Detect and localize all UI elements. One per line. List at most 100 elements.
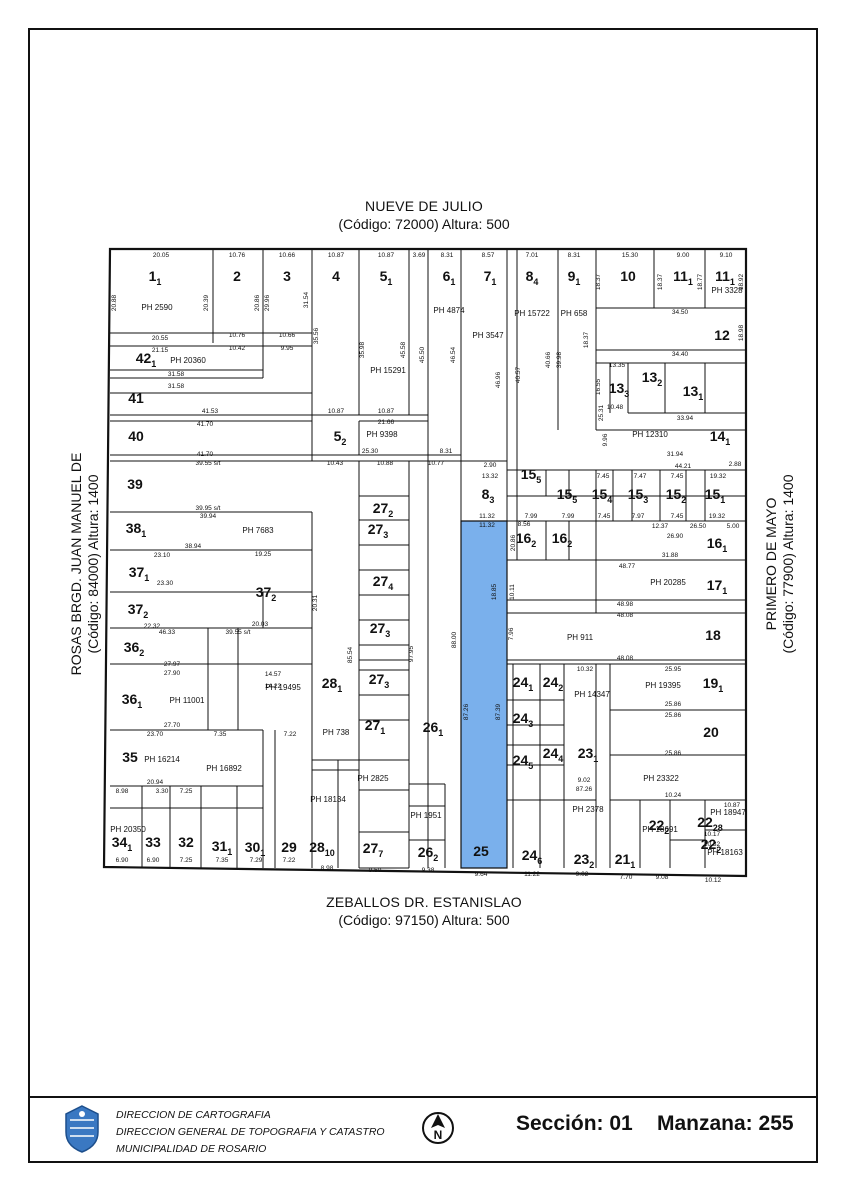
parcel-ph-number: PH 911 bbox=[567, 633, 594, 642]
measurement-label: 7.70 bbox=[620, 874, 633, 881]
parcel-ph-number: PH 7683 bbox=[242, 526, 274, 535]
parcel-ph-number: PH 23322 bbox=[643, 774, 679, 783]
measurement-label: 34.40 bbox=[672, 351, 689, 358]
measurement-label: 10.87 bbox=[328, 252, 345, 259]
parcel-ph-number: PH 3547 bbox=[472, 331, 504, 340]
parcel-ph-number: PH 18163 bbox=[707, 848, 743, 857]
parcel-subindex: 1 bbox=[137, 700, 142, 710]
measurement-label: 10.87 bbox=[378, 252, 395, 259]
parcel-ph-number: PH 20350 bbox=[110, 825, 146, 834]
parcel-number: 222 bbox=[701, 836, 722, 855]
measurement-label: 26.50 bbox=[690, 523, 707, 530]
measurement-label: 7.97 bbox=[632, 513, 645, 520]
parcel-subindex: 3 bbox=[489, 495, 494, 505]
parcel-number: 241 bbox=[513, 674, 534, 693]
measurement-label: 10.66 bbox=[279, 332, 296, 339]
parcel-subindex: 1 bbox=[688, 277, 693, 287]
measurement-label: 9.02 bbox=[578, 777, 591, 784]
parcel-subindex: 2 bbox=[589, 860, 594, 870]
parcel-number: 83 bbox=[482, 486, 495, 505]
measurement-label: 7.96 bbox=[508, 627, 515, 640]
parcel-number: 361 bbox=[122, 691, 143, 710]
measurement-label: 25.86 bbox=[665, 701, 682, 708]
footer-line-2: DIRECCION GENERAL DE TOPOGRAFIA Y CATAST… bbox=[116, 1126, 385, 1138]
parcel-number: 51 bbox=[380, 268, 393, 287]
parcel-number: 33 bbox=[145, 834, 161, 850]
parcel-subindex: 3 bbox=[385, 629, 390, 639]
measurement-label: 87.26 bbox=[463, 703, 470, 720]
parcel-number: 272 bbox=[373, 500, 394, 519]
parcel-subindex: 4 bbox=[607, 495, 612, 505]
parcel-ph-number: PH 15291 bbox=[370, 366, 406, 375]
measurement-label: 35.98 bbox=[359, 341, 366, 358]
parcel-number: 277 bbox=[363, 840, 384, 859]
measurement-label: 8.31 bbox=[568, 252, 581, 259]
parcel-subindex: 2 bbox=[558, 683, 563, 693]
parcel-number: 372 bbox=[256, 584, 277, 603]
measurement-label: 10.76 bbox=[229, 332, 246, 339]
measurement-label: 40.66 bbox=[545, 351, 552, 368]
parcel-subindex: 1 bbox=[718, 684, 723, 694]
measurement-label: 15.30 bbox=[622, 252, 639, 259]
measurement-label: 7.29 bbox=[250, 857, 263, 864]
parcel-subindex: 7 bbox=[378, 849, 383, 859]
measurement-label: 45.50 bbox=[419, 346, 426, 363]
parcel-number: 273 bbox=[370, 620, 391, 639]
measurement-label: 8.57 bbox=[482, 252, 495, 259]
measurement-label: 10.88 bbox=[377, 460, 394, 467]
measurement-label: 23.10 bbox=[154, 552, 171, 559]
manzana-label: Manzana: 255 bbox=[657, 1112, 794, 1136]
parcel-subindex: 2 bbox=[681, 495, 686, 505]
parcel-subindex: 1 bbox=[528, 683, 533, 693]
parcel-number: 71 bbox=[484, 268, 497, 287]
parcel-ph-number: PH 18691 bbox=[642, 825, 678, 834]
measurement-label: 10.87 bbox=[724, 802, 741, 809]
measurement-label: 16.55 bbox=[595, 378, 602, 395]
measurement-label: 10.87 bbox=[328, 408, 345, 415]
parcel-subindex: 2 bbox=[433, 853, 438, 863]
parcel-subindex: 5 bbox=[536, 475, 541, 485]
north-arrow-icon: N bbox=[422, 1112, 454, 1144]
parcel-ph-number: PH 658 bbox=[561, 309, 588, 318]
parcel-number: 111 bbox=[673, 268, 693, 287]
measurement-label: 3.30 bbox=[156, 788, 169, 795]
footer-institution: DIRECCION DE CARTOGRAFIA DIRECCION GENER… bbox=[116, 1107, 385, 1158]
parcel-number: 2 bbox=[233, 268, 241, 284]
measurement-label: 9.10 bbox=[720, 252, 733, 259]
parcel-number: 243 bbox=[513, 710, 534, 729]
parcel-subindex: 1 bbox=[337, 684, 342, 694]
parcel-number: 18 bbox=[705, 627, 721, 643]
measurement-label: 10.32 bbox=[577, 666, 594, 673]
parcel-number: 141 bbox=[710, 428, 731, 447]
measurement-label: 48.98 bbox=[617, 601, 634, 608]
parcel-number: 261 bbox=[423, 719, 444, 738]
measurement-label: 20.88 bbox=[111, 294, 118, 311]
parcel-number: 2810 bbox=[309, 839, 335, 858]
measurement-label: 39.55 s/t bbox=[196, 460, 221, 467]
street-north: NUEVE DE JULIO (Código: 72000) Altura: 5… bbox=[294, 197, 554, 233]
measurement-label: 10.32 bbox=[704, 841, 721, 848]
measurement-label: 7.99 bbox=[562, 513, 575, 520]
parcel-subindex: 1 bbox=[227, 847, 232, 857]
parcel-number: 301 bbox=[245, 839, 266, 858]
measurement-label: 18.37 bbox=[657, 273, 664, 290]
measurement-label: 20.94 bbox=[147, 779, 164, 786]
measurement-label: 85.54 bbox=[347, 646, 354, 663]
parcel-subindex: 6 bbox=[537, 856, 542, 866]
parcel-subindex: 1 bbox=[593, 754, 598, 764]
parcel-number: 152 bbox=[666, 486, 687, 505]
block-boundary bbox=[102, 247, 748, 878]
measurement-label: 10.11 bbox=[509, 584, 516, 600]
measurement-label: 31.94 bbox=[667, 451, 684, 458]
parcel-subindex: 1 bbox=[725, 437, 730, 447]
parcel-ph-number: PH 4874 bbox=[433, 306, 465, 315]
parcel-number: 222 bbox=[649, 817, 670, 836]
parcel-ph-number: PH 16214 bbox=[144, 755, 180, 764]
measurement-label: 8.56 bbox=[518, 521, 531, 528]
parcel-number: 35 bbox=[122, 749, 138, 765]
parcel-subindex: 1 bbox=[698, 392, 703, 402]
measurement-label: 3.69 bbox=[413, 252, 426, 259]
parcel-number: 154 bbox=[592, 486, 613, 505]
measurement-label: 7.45 bbox=[598, 513, 611, 520]
